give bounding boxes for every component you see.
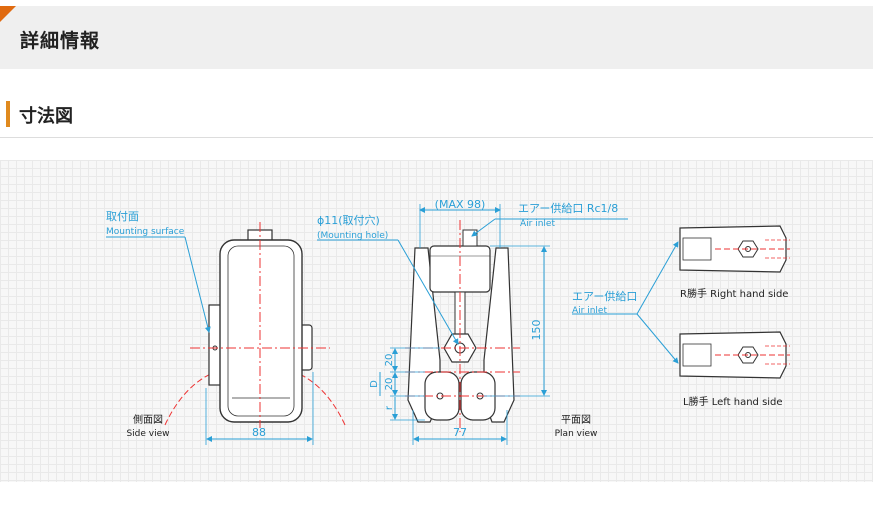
right-hand-label: R勝手 Right hand side [680,287,788,300]
plan-dim-r: r [384,405,395,410]
mount-leader-line [184,236,211,333]
air-leader-line [471,218,496,237]
plan-max-label: (MAX 98) [435,198,486,211]
hand-variants: R勝手 Right hand side L勝手 Left hand side エ… [572,225,790,408]
header-corner-accent [0,6,16,22]
dimension-drawing-svg: 取付面 Mounting surface 88 側面図 Side view [106,198,790,445]
hands-air-label-en: Air inlet [572,306,607,316]
section-accent-bar [6,101,10,127]
plan-dim-20a: 20 [384,354,395,367]
mount-label-jp: 取付面 [106,210,139,223]
air-label-en: Air inlet [520,219,555,229]
hole-label-en: (Mounting hole) [317,231,388,241]
right-hand-port [682,237,712,261]
side-view: 取付面 Mounting surface 88 側面図 Side view [106,210,346,445]
hands-air-label-jp: エアー供給口 [572,289,637,303]
side-dim-width: 88 [252,426,266,439]
detail-header: 詳細情報 [0,6,873,69]
plan-view-label-en: Plan view [555,429,598,439]
hands-air-leader-r [636,241,679,315]
left-hand-figure [679,331,790,379]
plan-dim-D: D [369,380,380,388]
mount-label-en: Mounting surface [106,227,185,237]
plan-air-port [462,229,478,247]
plan-dim-height: 150 [530,320,543,341]
left-hand-port [682,343,712,367]
plan-dim-width: 77 [453,426,467,439]
side-body-inner [227,245,295,417]
side-view-label-en: Side view [126,429,169,439]
plan-view-label-jp: 平面図 [561,414,591,426]
right-hand-figure [679,225,790,273]
dimension-drawing: 取付面 Mounting surface 88 側面図 Side view [0,160,873,482]
air-label-jp: エアー供給口 Rc1/8 [518,201,618,215]
side-view-label-jp: 側面図 [133,413,163,426]
left-hand-label: L勝手 Left hand side [683,395,783,408]
side-mount-plate [208,304,222,386]
plan-dim-20b: 20 [384,378,395,391]
hands-air-leader-l [636,313,679,364]
hole-leader-line [397,239,459,345]
detail-title: 詳細情報 [20,30,101,52]
plan-view: (MAX 98) ϕ11(取付穴) (Mounting hole) エアー供給口… [317,198,628,445]
section-title: 寸法図 [19,106,73,127]
side-body [219,239,303,423]
hole-label-jp: ϕ11(取付穴) [317,213,380,227]
dimension-section-header: 寸法図 [0,99,873,138]
